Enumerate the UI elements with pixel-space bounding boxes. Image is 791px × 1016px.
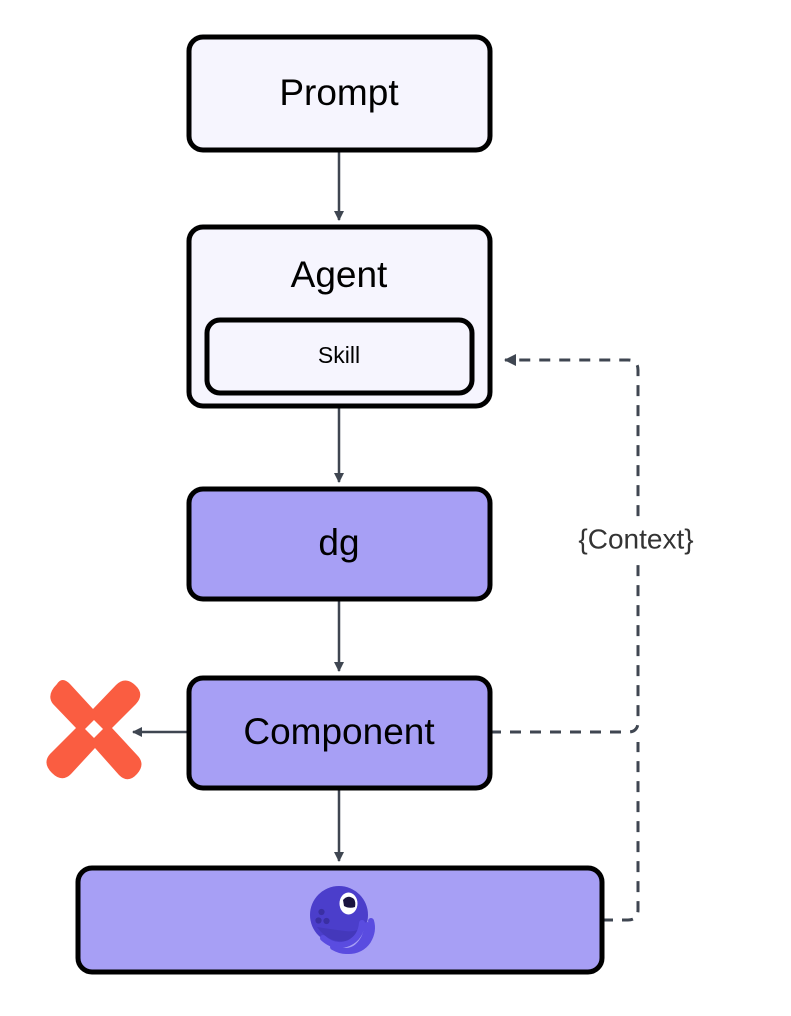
edge-label-context: {Context} [541,518,731,562]
node-shape [186,486,493,602]
node-label-prompt: Prompt [279,72,399,113]
node-label-skill: Skill [318,342,360,368]
edge-path [602,742,640,922]
node-label-dg: dg [318,522,359,563]
x-logo-icon [46,680,142,780]
node-skill[interactable]: Skill [204,317,475,396]
edge-label-text: {Context} [578,523,693,554]
node-component[interactable]: Component [186,675,493,791]
node-label-agent: Agent [291,254,388,295]
node-dg[interactable]: dg [186,486,493,602]
node-shape [204,317,475,396]
octopus-icon [310,886,375,954]
node-dagster[interactable] [75,865,605,975]
node-shape [186,675,493,791]
node-label-component: Component [243,711,435,752]
edge-label-backdrop [541,518,731,562]
node-shape [186,34,493,153]
edge-dagster-to-skill-context [602,742,640,922]
node-prompt[interactable]: Prompt [186,34,493,153]
